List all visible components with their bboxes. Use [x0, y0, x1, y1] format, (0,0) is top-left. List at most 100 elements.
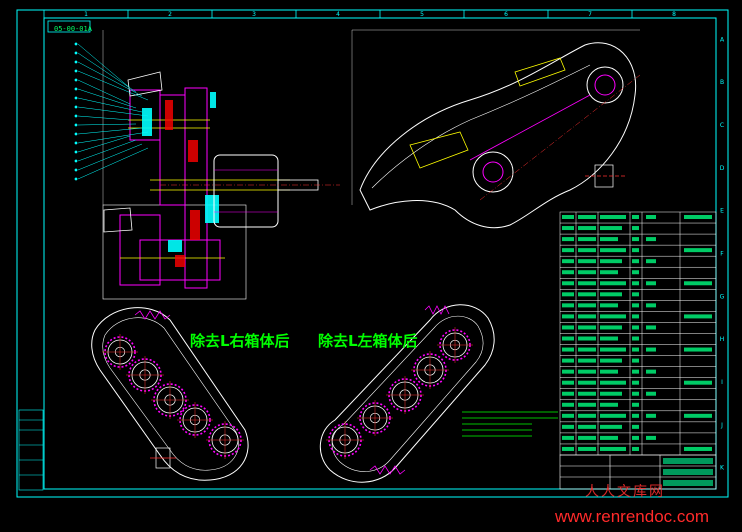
- parts-cell-text: [632, 347, 639, 352]
- parts-cell-text: [600, 303, 618, 308]
- parts-cell-text: [578, 336, 596, 341]
- parts-cell-text: [600, 369, 618, 374]
- parts-cell-text: [578, 446, 596, 451]
- parts-cell-text: [578, 226, 596, 231]
- callout-dot: [74, 132, 78, 136]
- zone-label-right: K: [720, 465, 725, 472]
- parts-cell-text: [684, 347, 712, 352]
- zone-label-right: B: [720, 79, 724, 86]
- parts-cell-text: [562, 314, 574, 319]
- parts-cell-text: [684, 314, 712, 319]
- parts-cell-text: [562, 270, 574, 275]
- parts-cell-text: [600, 259, 622, 264]
- parts-cell-text: [632, 446, 639, 451]
- parts-cell-text: [600, 413, 626, 418]
- parts-cell-text: [632, 424, 639, 429]
- zone-label-right: J: [720, 422, 723, 429]
- callout-leader: [77, 115, 131, 121]
- site-url-link[interactable]: www.renrendoc.com: [555, 507, 710, 526]
- parts-cell-text: [562, 413, 574, 418]
- watermark-text: 人人文库网: [585, 484, 665, 500]
- parts-cell-text: [632, 237, 639, 242]
- parts-cell-text: [646, 413, 656, 418]
- parts-cell-text: [600, 215, 626, 219]
- callout-dot: [74, 60, 78, 64]
- parts-cell-text: [562, 435, 574, 440]
- parts-cell-text: [646, 347, 656, 352]
- zone-label-top: 3: [252, 11, 256, 18]
- callout-dot: [74, 69, 78, 73]
- parts-cell-text: [684, 413, 712, 418]
- parts-cell-text: [646, 281, 656, 286]
- drawing-code: 05-00-01A: [54, 25, 92, 33]
- caption-right-case-removed: 除去L右箱体后: [190, 332, 290, 350]
- parts-cell-text: [578, 215, 596, 219]
- parts-cell-text: [646, 435, 656, 440]
- parts-cell-text: [578, 281, 596, 286]
- zone-label-top: 5: [420, 11, 424, 18]
- parts-cell-text: [646, 391, 656, 396]
- parts-cell-text: [562, 215, 574, 219]
- parts-cell-text: [632, 226, 639, 231]
- parts-cell-text: [562, 424, 574, 429]
- callout-dot: [74, 123, 78, 127]
- callout-leader: [77, 88, 137, 109]
- parts-cell-text: [578, 413, 596, 418]
- parts-cell-text: [578, 270, 596, 275]
- callout-dot: [74, 168, 78, 172]
- callout-dot: [74, 177, 78, 181]
- parts-cell-text: [684, 380, 712, 385]
- callout-dot: [74, 96, 78, 100]
- parts-cell-text: [600, 391, 622, 396]
- callout-dot: [74, 150, 78, 154]
- parts-cell-text: [578, 369, 596, 374]
- callout-leader: [77, 43, 131, 89]
- parts-cell-text: [632, 248, 639, 253]
- parts-cell-text: [632, 314, 639, 319]
- parts-cell-text: [562, 380, 574, 385]
- parts-cell-text: [646, 325, 656, 330]
- parts-cell-text: [578, 435, 596, 440]
- parts-cell-text: [578, 314, 596, 319]
- parts-cell-text: [562, 281, 574, 286]
- callout-dot: [74, 159, 78, 163]
- parts-cell-text: [562, 391, 574, 396]
- zone-label-right: A: [720, 36, 725, 43]
- drawing-frame: [16, 9, 729, 498]
- callout-leader: [77, 135, 131, 153]
- parts-cell-text: [562, 292, 574, 297]
- parts-cell-text: [578, 325, 596, 330]
- parts-cell-text: [562, 369, 574, 374]
- parts-cell-text: [632, 215, 639, 219]
- parts-cell-text: [632, 325, 639, 330]
- parts-cell-text: [632, 369, 639, 374]
- parts-cell-text: [578, 402, 596, 407]
- parts-cell-text: [632, 358, 639, 363]
- parts-cell-text: [632, 435, 639, 440]
- parts-cell-text: [600, 347, 626, 352]
- parts-cell-text: [562, 248, 574, 253]
- callout-leader: [77, 61, 143, 97]
- parts-cell-text: [646, 259, 656, 264]
- parts-cell-text: [600, 292, 622, 297]
- parts-cell-text: [632, 380, 639, 385]
- callout-leader: [77, 139, 137, 162]
- parts-cell-text: [578, 259, 596, 264]
- parts-cell-text: [562, 237, 574, 242]
- zone-label-right: C: [720, 122, 724, 129]
- parts-cell-text: [562, 402, 574, 407]
- zone-label-right: H: [720, 336, 725, 343]
- parts-cell-text: [600, 424, 622, 429]
- gear-train-right: [326, 327, 473, 459]
- parts-cell-text: [632, 391, 639, 396]
- parts-cell-text: [578, 391, 596, 396]
- parts-cell-text: [632, 413, 639, 418]
- parts-cell-text: [562, 303, 574, 308]
- callout-leaders: [74, 42, 149, 181]
- parts-cell-text: [578, 248, 596, 253]
- parts-cell-text: [562, 336, 574, 341]
- callout-leader: [77, 123, 137, 126]
- parts-cell-text: [600, 314, 626, 319]
